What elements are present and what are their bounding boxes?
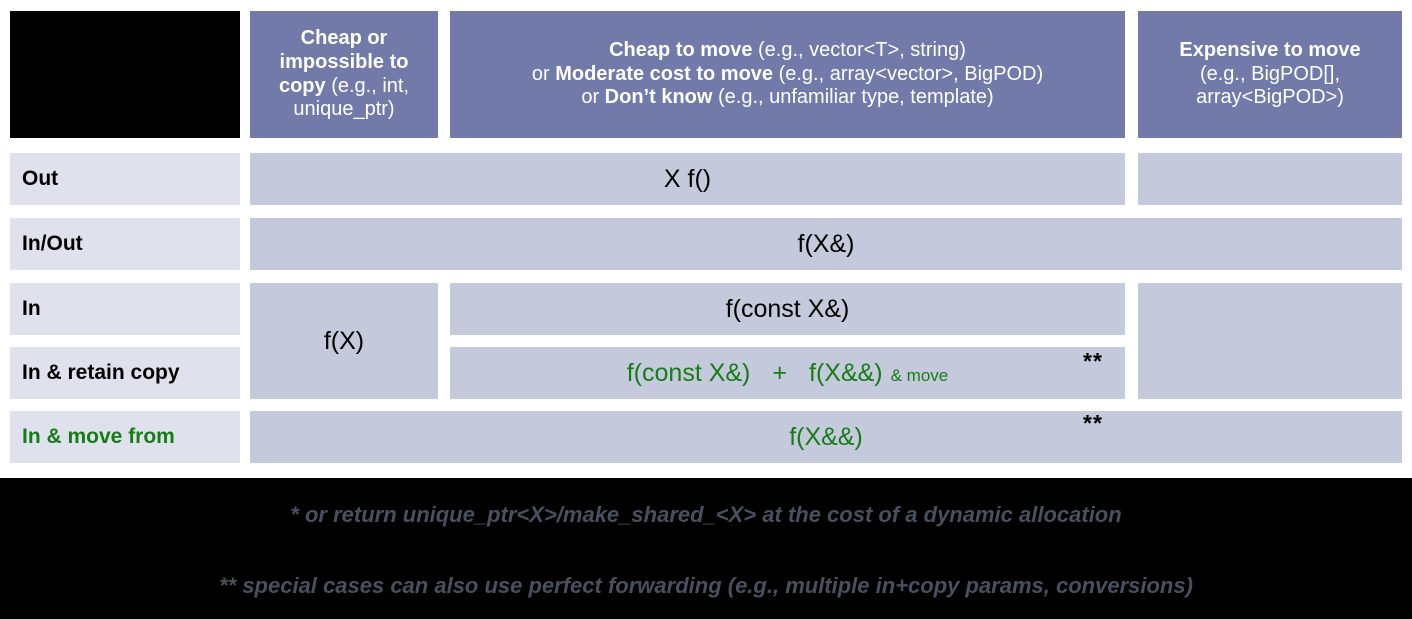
header-cheap-copy-bold: Cheap or impossible to copy bbox=[278, 27, 409, 97]
header-cheap-copy-rest: (e.g., int, unique_ptr) bbox=[293, 74, 410, 121]
cell-in-f-x: f(X) bbox=[250, 283, 438, 399]
footnote-marker-move-from: ** bbox=[1083, 412, 1103, 435]
footnotes-panel: * or return unique_ptr<X>/make_shared_<X… bbox=[0, 478, 1412, 619]
header-cheap-move-rest: (e.g., vector<T>, string) bbox=[752, 39, 966, 62]
cell-retain-and-move: & move bbox=[890, 365, 949, 385]
row-label-in-text: In bbox=[22, 297, 41, 320]
header-cheap-to-move: Cheap to move (e.g., vector<T>, string) … bbox=[450, 11, 1125, 138]
header-expensive-to-move: Expensive to move (e.g., BigPOD[], array… bbox=[1138, 11, 1402, 138]
cell-in-f-const-xref-text: f(const X&) bbox=[725, 294, 850, 323]
header-moderate-rest: (e.g., array<vector>, BigPOD) bbox=[773, 62, 1044, 85]
header-moderate-bold: Moderate cost to move bbox=[555, 62, 774, 85]
cell-retain-f-xrvalref: f(X&&) bbox=[809, 358, 883, 387]
row-label-in-out-text: In/Out bbox=[22, 232, 83, 255]
header-dontknow-rest: (e.g., unfamiliar type, template) bbox=[712, 86, 994, 109]
header-expensive-bold: Expensive to move bbox=[1179, 39, 1361, 62]
cell-in-f-x-text: f(X) bbox=[323, 326, 365, 355]
cell-in-expensive-empty bbox=[1138, 283, 1402, 399]
footnote-marker-retain-copy-text: ** bbox=[1083, 348, 1103, 374]
footnote-marker-retain-copy: ** bbox=[1083, 350, 1103, 373]
row-label-out: Out bbox=[10, 153, 240, 205]
header-dontknow-bold: Don’t know bbox=[604, 86, 713, 109]
footnote-two: ** special cases can also use perfect fo… bbox=[219, 573, 1193, 598]
header-dontknow-lead: or bbox=[581, 86, 605, 109]
footnote-marker-move-from-text: ** bbox=[1083, 410, 1103, 436]
cell-inout-f-xref: f(X&) bbox=[250, 218, 1402, 270]
cell-in-f-const-xref: f(const X&) bbox=[450, 283, 1125, 335]
row-label-in: In bbox=[10, 283, 240, 335]
cell-inout-f-xref-text: f(X&) bbox=[797, 229, 855, 258]
cell-retain-copy-composite: f(const X&) + f(X&&) & move bbox=[450, 347, 1125, 399]
cell-retain-plus: + bbox=[772, 358, 787, 387]
row-label-in-retain-copy-text: In & retain copy bbox=[22, 361, 180, 384]
header-moderate-lead: or bbox=[531, 62, 556, 85]
cell-move-from-text: f(X&&) bbox=[789, 422, 863, 451]
header-expensive-line2: (e.g., BigPOD[], bbox=[1199, 62, 1341, 85]
row-label-in-move-from-text: In & move from bbox=[22, 425, 175, 448]
row-label-in-retain-copy: In & retain copy bbox=[10, 347, 240, 399]
footnote-one: * or return unique_ptr<X>/make_shared_<X… bbox=[290, 502, 1122, 527]
cell-out-x-f: X f() bbox=[250, 153, 1125, 205]
cell-out-expensive-empty bbox=[1138, 153, 1402, 205]
header-cheap-or-impossible-to-copy: Cheap or impossible to copy (e.g., int, … bbox=[250, 11, 438, 138]
cell-retain-f-const-xref: f(const X&) bbox=[626, 358, 751, 387]
header-expensive-line3: array<BigPOD>) bbox=[1196, 86, 1344, 109]
row-label-out-text: Out bbox=[22, 167, 59, 190]
header-corner-cell bbox=[10, 11, 240, 138]
row-label-in-out: In/Out bbox=[10, 218, 240, 270]
cell-out-x-f-text: X f() bbox=[663, 164, 712, 193]
header-cheap-move-bold: Cheap to move bbox=[609, 39, 753, 62]
row-label-in-move-from: In & move from bbox=[10, 411, 240, 463]
cell-move-from-f-xrvalref: f(X&&) bbox=[250, 411, 1402, 463]
